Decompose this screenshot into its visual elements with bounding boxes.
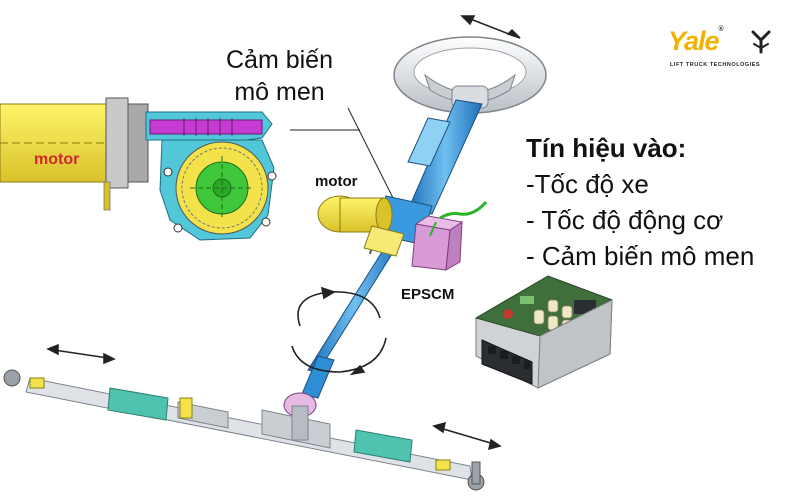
steering-column [301, 99, 483, 399]
signal-item-vehicle-speed: -Tốc độ xe [526, 169, 649, 199]
yale-tagline: LIFT TRUCK TECHNOLOGIES [670, 62, 761, 68]
steering-wheel [393, 36, 547, 114]
epscm-label: EPSCM [401, 286, 455, 303]
rack-arrow-right [432, 421, 502, 451]
rack-arrow-left [46, 343, 116, 365]
torque-sensor-label-line1: Cảm biến [226, 46, 333, 74]
ecu-photo [474, 275, 614, 389]
motor-cutaway-label: motor [34, 151, 80, 168]
yale-logo: Yale® LIFT TRUCK TECHNOLOGIES [666, 26, 778, 74]
wheel-rotation-arrow [460, 15, 521, 39]
registered-mark: ® [718, 26, 724, 33]
yale-wordmark: Yale® [668, 26, 724, 56]
input-signals-title: Tín hiệu vào: [526, 133, 687, 163]
signal-item-engine-speed: - Tốc độ động cơ [526, 205, 724, 235]
ecu-module [411, 201, 488, 271]
torque-sensor-label-line2: mô men [234, 78, 325, 106]
motor-column-label: motor [315, 173, 358, 190]
signal-item-torque-sensor: - Cảm biến mô men [526, 241, 755, 271]
motor-gearbox-cutaway [0, 97, 277, 241]
yale-mark-icon [751, 30, 771, 54]
torque-sensor-label: Cảm biến mô men [226, 44, 333, 108]
column-rotation-arrow [291, 286, 387, 376]
steering-rack [3, 369, 485, 491]
input-signals-list: Tín hiệu vào: -Tốc độ xe - Tốc độ động c… [526, 130, 754, 274]
